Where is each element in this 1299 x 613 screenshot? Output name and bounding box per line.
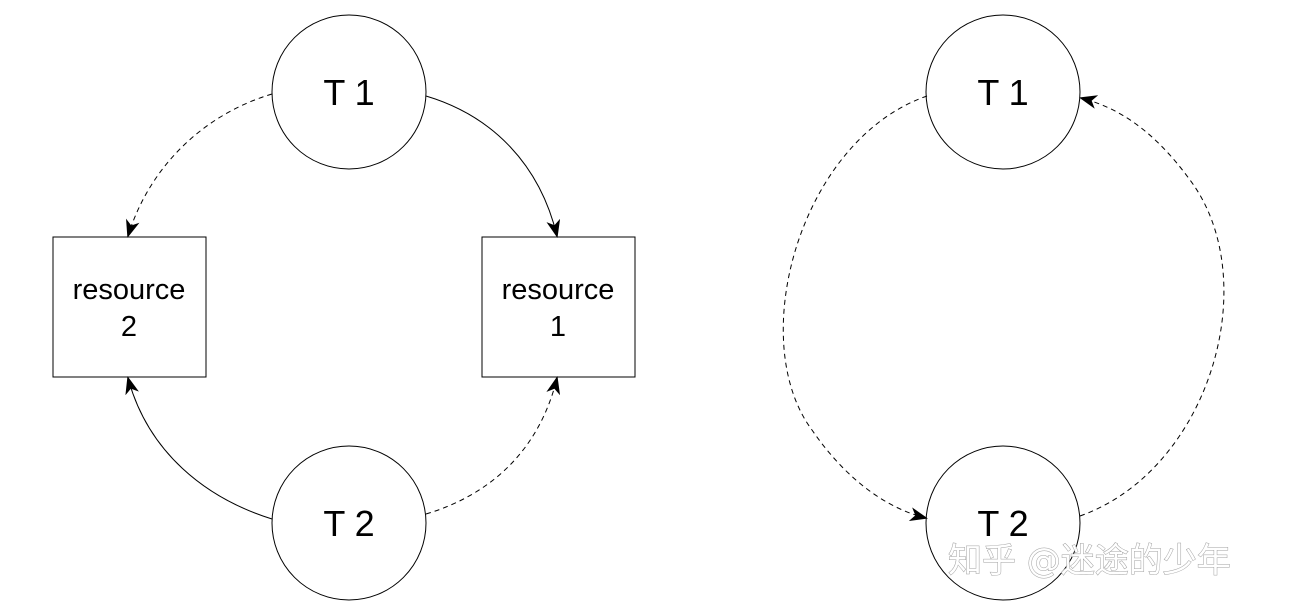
left-graph: T 1 T 2 resource 2 resource 1: [52, 14, 636, 601]
arrow-t1-to-resource1: [425, 95, 561, 238]
arrow-right-t1-to-t2: [782, 95, 928, 522]
resource-2-label-line2: 2: [121, 311, 137, 343]
right-t1-label: T 1: [977, 72, 1028, 113]
right-graph: T 1 T 2: [782, 14, 1225, 601]
resource-2-box: resource 2: [52, 236, 207, 378]
arrow-right-t2-to-t1: [1079, 95, 1225, 517]
left-t1-label: T 1: [323, 72, 374, 113]
resource-1-box: resource 1: [481, 236, 636, 378]
resource-2-label-line1: resource: [73, 274, 186, 306]
arrow-t2-to-resource2: [125, 376, 273, 520]
right-t2-node: T 2: [925, 445, 1081, 601]
arrow-t2-requests-resource1: [425, 376, 561, 515]
zhihu-watermark: 知乎 @迷途的少年: [948, 541, 1231, 581]
right-t1-node: T 1: [925, 14, 1081, 170]
resource-1-label-line2: 1: [550, 311, 566, 343]
left-t1-node: T 1: [271, 14, 427, 170]
arrow-t1-requests-resource2: [126, 93, 273, 238]
resource-1-label-line1: resource: [502, 274, 615, 306]
left-t2-node: T 2: [271, 445, 427, 601]
left-t2-label: T 2: [323, 503, 374, 544]
right-t2-label: T 2: [977, 503, 1028, 544]
